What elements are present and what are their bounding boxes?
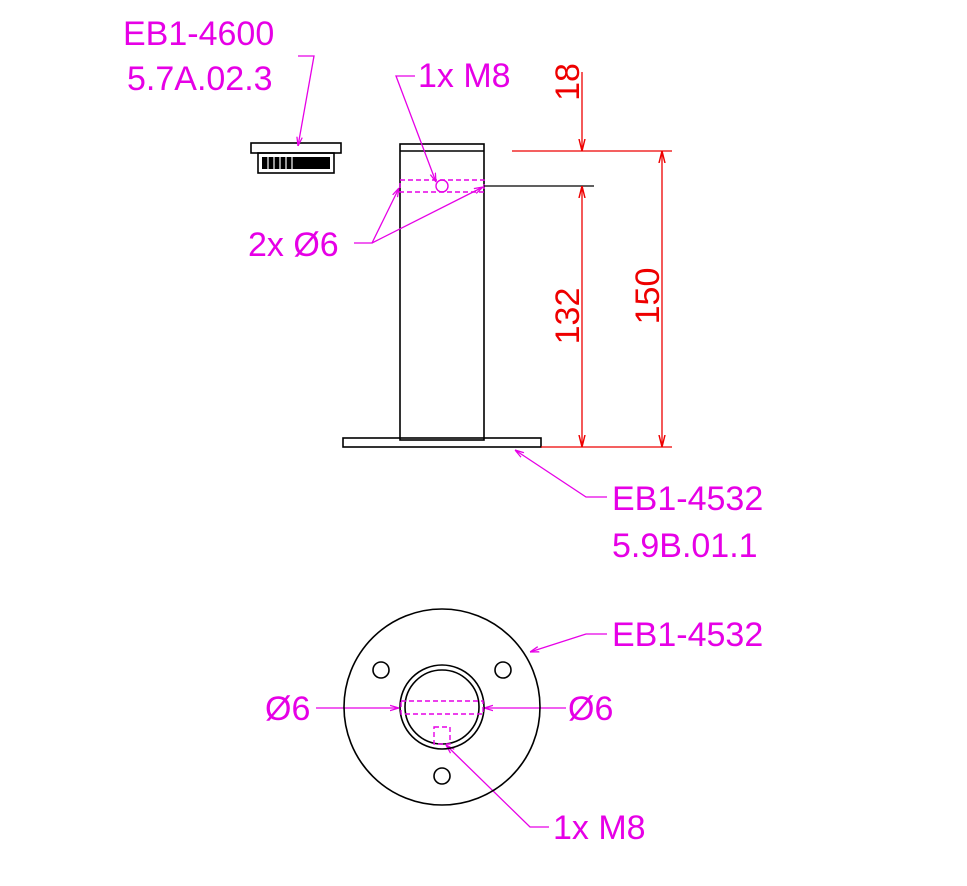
cap-thread-ticks [267,157,293,169]
leader-hole-right [371,187,483,244]
base-code-label: 5.9B.01.1 [612,527,758,565]
dimensions: 18 132 150 [484,63,672,448]
leader-m8-plan [446,745,549,828]
mount-hole-2 [494,661,512,679]
thread-top-label: 1x M8 [418,57,511,95]
dim-150-text: 150 [629,268,667,325]
cap-thread [262,157,330,169]
leader-base-side [515,450,607,498]
end-cap-side-view [250,142,342,174]
hole-left-plan-label: Ø6 [265,690,310,728]
mount-hole-1 [372,661,390,679]
dim-18-text: 18 [549,63,587,101]
mount-hole-3 [433,767,451,785]
base-part-plan-label: EB1-4532 [612,616,763,654]
holes-side-label: 2x Ø6 [248,226,339,264]
m8-hole-plan-hidden [433,726,451,745]
base-flange-circle [343,608,541,806]
leader-cap [298,55,315,146]
leader-hole-left [354,188,399,244]
cap-body [257,152,335,174]
base-part-label: EB1-4532 [612,480,763,518]
cross-hole-hidden [399,179,485,193]
tube-outer-circle [399,664,485,750]
post-tube [399,143,485,441]
dim-132-text: 132 [549,288,587,345]
thread-plan-label: 1x M8 [553,809,646,847]
cap-flange [250,142,342,154]
hole-right-plan-label: Ø6 [568,690,613,728]
tube-inner-circle [404,669,480,745]
base-plate [342,437,542,448]
leader-base-plan [530,633,607,652]
cap-code-label: 5.7A.02.3 [127,60,273,98]
labels: EB1-4600 5.7A.02.3 1x M8 2x Ø6 EB1-4532 … [123,15,763,847]
cross-hole-plan-hidden [400,700,484,715]
cap-part-label: EB1-4600 [123,15,274,53]
leader-m8-top [395,75,436,182]
post-side-view [342,143,542,448]
m8-thread-hole [435,179,449,193]
leaders [298,55,607,828]
plan-view [343,608,541,806]
